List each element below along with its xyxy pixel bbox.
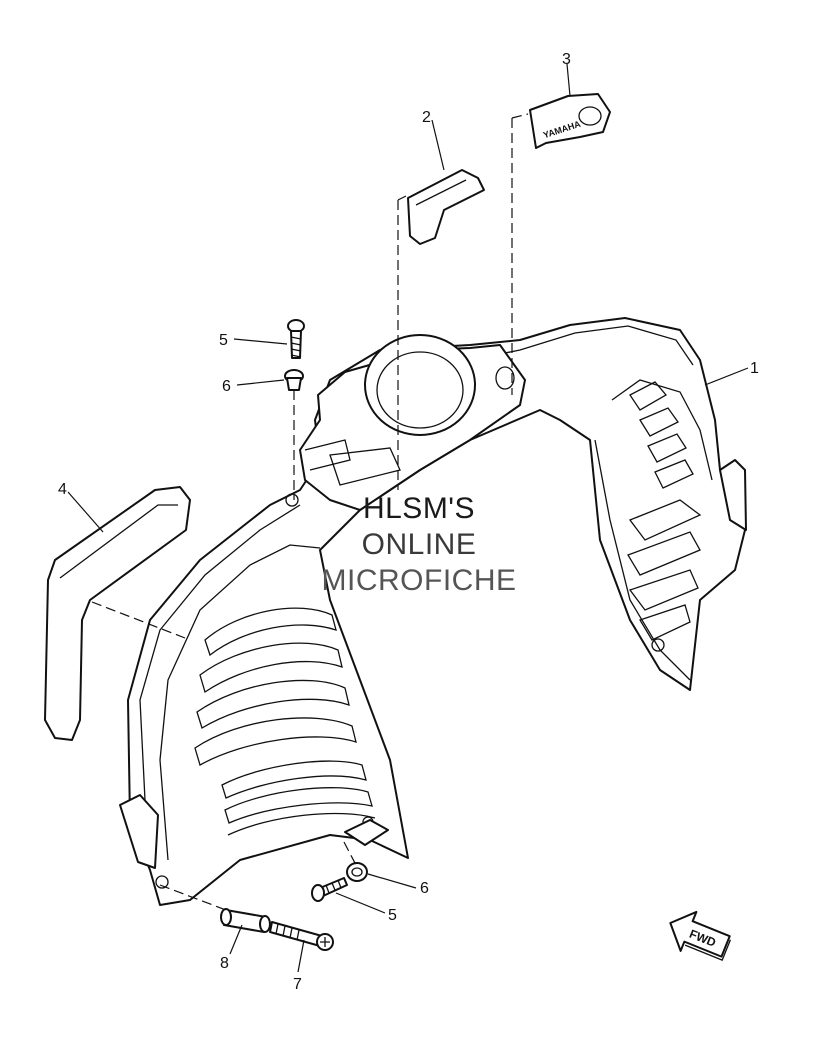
watermark-line-2: ONLINE: [361, 528, 477, 561]
part-6-grommet-upper: [284, 369, 304, 391]
callout-1: 1: [750, 360, 759, 377]
callout-3: 3: [562, 51, 571, 68]
gauge-housing: [299, 334, 526, 511]
callout-6b: 6: [420, 880, 429, 897]
part-6-grommet-lower: [346, 862, 368, 882]
callout-5b: 5: [388, 907, 397, 924]
callout-numbers: 1 2 3 4 5 6 5 6 7 8: [58, 51, 759, 993]
callout-5a: 5: [219, 332, 228, 349]
part-3-yamaha-decal: YAMAHA: [529, 93, 611, 149]
callout-7: 7: [293, 976, 302, 993]
callout-2: 2: [422, 109, 431, 126]
callout-6a: 6: [222, 378, 231, 395]
part-1-cover: [119, 317, 747, 906]
part-7-bolt: [269, 921, 334, 951]
fwd-arrow: FWD: [669, 910, 732, 961]
part-8-collar: [220, 908, 271, 933]
part-2-pad: [407, 169, 485, 245]
alignment-lines: [91, 113, 529, 911]
part-4-side-pad: [44, 486, 191, 741]
right-louvers: [627, 381, 702, 641]
part-5-screw-lower: [311, 877, 348, 902]
left-louvers: [194, 607, 376, 836]
callout-8: 8: [220, 955, 229, 972]
watermark-line-1: HLSM'S: [362, 492, 476, 525]
part-5-screw-upper: [287, 319, 305, 359]
leader-lines: [67, 63, 749, 973]
callout-4: 4: [58, 481, 67, 498]
watermark-line-3: MICROFICHE: [321, 564, 517, 597]
